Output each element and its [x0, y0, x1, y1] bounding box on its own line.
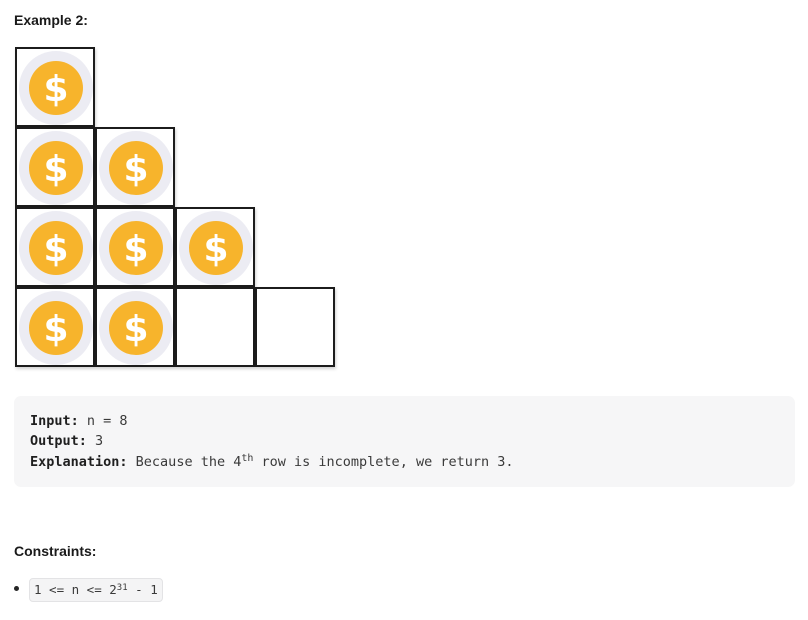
grid-cell: $ [15, 47, 95, 127]
explanation-label: Explanation: [30, 454, 128, 470]
dollar-coin-icon: $ [99, 211, 173, 285]
coin-dollar-symbol: $ [43, 309, 68, 350]
dollar-coin-icon: $ [99, 131, 173, 205]
coin-dollar-symbol: $ [123, 229, 148, 270]
constraints-heading: Constraints: [14, 543, 97, 559]
dollar-coin-icon: $ [179, 211, 253, 285]
input-line: Input: n = 8 [30, 413, 128, 429]
constraint-exponent: 31 [116, 583, 128, 593]
explanation-text: Because the 4 [127, 454, 242, 470]
grid-cell: $ [175, 207, 255, 287]
coin-dollar-symbol: $ [203, 229, 228, 270]
constraint-item: 1 <= n <= 231 - 1 [29, 578, 163, 602]
coin-dollar-symbol: $ [123, 149, 148, 190]
dollar-coin-icon: $ [19, 131, 93, 205]
grid-cell: $ [95, 207, 175, 287]
grid-cell: $ [15, 207, 95, 287]
dollar-coin-icon: $ [99, 291, 173, 365]
coin-dollar-symbol: $ [123, 309, 148, 350]
dollar-coin-icon: $ [19, 211, 93, 285]
output-line: Output: 3 [30, 433, 103, 449]
explanation-superscript: th [241, 453, 254, 464]
explanation-line: Explanation: Because the 4th row is inco… [30, 453, 514, 471]
output-value: 3 [86, 433, 104, 449]
grid-cell: $ [15, 287, 95, 367]
dollar-coin-icon: $ [19, 51, 93, 125]
bullet-icon [14, 586, 19, 591]
coin-staircase-grid: $ $ $ $ $ $ $ $ [15, 47, 337, 369]
grid-cell: $ [95, 287, 175, 367]
coin-dollar-symbol: $ [43, 149, 68, 190]
coin-dollar-symbol: $ [43, 69, 68, 110]
constraint-text: 1 <= n <= 2 [34, 582, 117, 597]
explanation-text-end: row is incomplete, we return 3. [253, 454, 514, 470]
input-value: n = 8 [78, 413, 128, 429]
constraint-text-end: - 1 [127, 582, 158, 597]
input-label: Input: [30, 413, 79, 429]
grid-cell [255, 287, 335, 367]
dollar-coin-icon: $ [19, 291, 93, 365]
example-code-block: Input: n = 8 Output: 3 Explanation: Beca… [14, 396, 795, 487]
example-heading: Example 2: [14, 12, 88, 28]
output-label: Output: [30, 433, 87, 449]
grid-cell: $ [15, 127, 95, 207]
grid-cell: $ [95, 127, 175, 207]
grid-cell [175, 287, 255, 367]
coin-dollar-symbol: $ [43, 229, 68, 270]
